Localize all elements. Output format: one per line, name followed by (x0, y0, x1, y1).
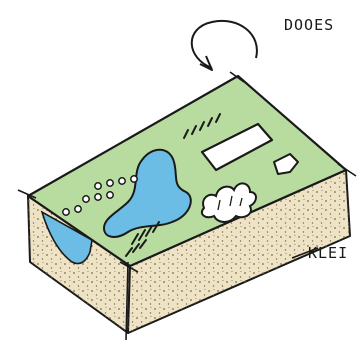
rotation-arrow (192, 21, 257, 68)
label-klei: KLEI (308, 244, 348, 262)
label-dooes: DOOES (284, 16, 334, 34)
